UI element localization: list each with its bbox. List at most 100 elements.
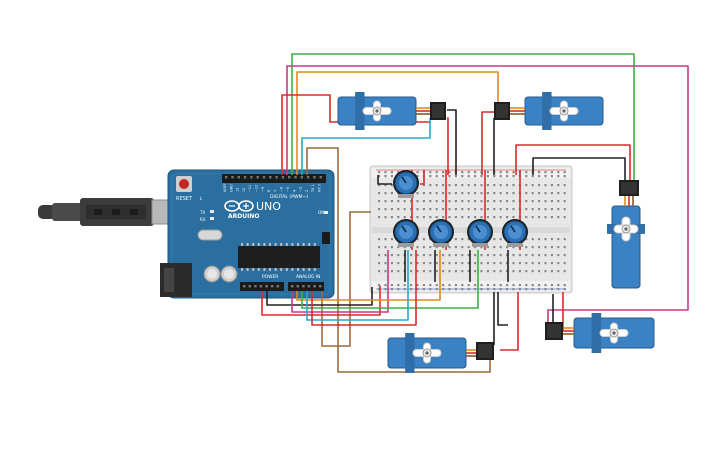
l-label: L — [200, 196, 203, 201]
digital-header[interactable] — [222, 174, 326, 183]
digital-pin-label: 12 — [242, 188, 246, 192]
analog-pin[interactable] — [296, 285, 299, 288]
wire-red-vcc-servo1[interactable] — [447, 117, 449, 175]
power-pin[interactable] — [276, 285, 279, 288]
digital-pin[interactable] — [269, 176, 272, 179]
digital-pin-label: ~5 — [286, 187, 290, 192]
power-pin[interactable] — [259, 285, 263, 288]
digital-pin[interactable] — [319, 176, 322, 179]
wire-brown-signal[interactable] — [306, 147, 491, 373]
digital-pin[interactable] — [243, 176, 247, 179]
digital-pin[interactable] — [237, 176, 240, 179]
digital-pin[interactable] — [281, 176, 285, 179]
wire-black-gnd[interactable] — [266, 287, 373, 306]
digital-pin[interactable] — [288, 176, 291, 179]
analog-header-label: ANALOG IN — [296, 274, 320, 280]
wire-orange-signal[interactable] — [296, 71, 499, 175]
digital-pin[interactable] — [313, 176, 316, 179]
brand-label: ARDUINO — [228, 213, 259, 220]
servo-wire-stubs — [416, 107, 634, 357]
wire-red-vcc-servo3[interactable] — [515, 144, 631, 180]
servo-connector[interactable] — [430, 102, 446, 120]
analog-pin[interactable] — [313, 285, 316, 288]
servo-motor-icon[interactable] — [607, 205, 645, 289]
digital-pin-label: 7 — [273, 190, 277, 192]
servo-motor-icon[interactable] — [524, 92, 604, 130]
wire-blue-a3[interactable] — [306, 250, 409, 321]
potentiometers — [393, 170, 528, 247]
digital-pin[interactable] — [250, 176, 253, 179]
servo-motor-icon[interactable] — [337, 92, 417, 130]
wire-orange-a1[interactable] — [296, 250, 441, 301]
analog-pin[interactable] — [307, 285, 311, 288]
digital-pin[interactable] — [300, 176, 303, 179]
usb-cable-icon — [38, 198, 193, 226]
reset-label: RESET — [176, 196, 193, 202]
digital-pin-label: RX 0 — [318, 184, 322, 192]
microcontroller-chip — [238, 246, 320, 268]
wire-green-signal[interactable] — [291, 53, 635, 180]
digital-pin[interactable] — [225, 176, 228, 179]
servo-connector[interactable] — [476, 342, 494, 360]
power-pin[interactable] — [265, 285, 268, 288]
power-pin[interactable] — [271, 285, 274, 288]
power-header-label: POWER — [262, 274, 278, 280]
servo-motor-icon[interactable] — [573, 313, 655, 353]
analog-pin[interactable] — [302, 285, 305, 288]
digital-header-label: DIGITAL (PWM~) — [270, 194, 308, 200]
servo-connector[interactable] — [545, 322, 563, 340]
digital-pin[interactable] — [294, 176, 297, 179]
power-pin[interactable] — [248, 285, 251, 288]
potentiometer-icon[interactable] — [393, 219, 419, 247]
wire-black-bb-right[interactable] — [497, 292, 508, 326]
servo-motor-icon[interactable] — [387, 333, 467, 373]
digital-pin[interactable] — [275, 176, 278, 179]
wire-magenta-signal[interactable] — [286, 65, 689, 330]
wire-black-gnd-servo1[interactable] — [447, 109, 457, 175]
wire-red-vcc-servo2[interactable] — [481, 111, 494, 175]
wire-red-vcc-servo4[interactable] — [500, 292, 519, 351]
digital-pin-label: 13 — [236, 188, 240, 192]
tx-label: TX — [199, 210, 205, 215]
wire-red-a4[interactable] — [311, 250, 417, 326]
potentiometer-icon[interactable] — [467, 219, 493, 247]
analog-pin[interactable] — [319, 285, 322, 288]
wire-black-pot-top[interactable] — [377, 175, 392, 185]
wire-brown-analog[interactable] — [321, 211, 371, 347]
wire-blue-signal[interactable] — [301, 118, 431, 175]
servo-connector[interactable] — [494, 102, 510, 120]
wire-black-gnd-servo3[interactable] — [532, 157, 626, 180]
power-pin[interactable] — [254, 285, 257, 288]
digital-pin-label: TX 1 — [311, 184, 315, 193]
digital-pin-label: ~6 — [280, 187, 284, 192]
analog-pin[interactable] — [291, 285, 294, 288]
model-label: UNO — [256, 200, 281, 213]
arduino-logo-icon — [224, 200, 254, 212]
on-label: ON — [318, 210, 324, 215]
digital-pin-label: 2 — [305, 190, 309, 192]
digital-pin-label: ~9 — [261, 187, 265, 192]
analog-header[interactable] — [288, 282, 324, 291]
digital-pin-label: ~10 — [255, 185, 259, 192]
digital-pin-label: 8 — [267, 190, 271, 192]
potentiometer-icon[interactable] — [428, 219, 454, 247]
potentiometer-icon[interactable] — [502, 219, 528, 247]
potentiometer-icon[interactable] — [393, 170, 419, 198]
digital-pin[interactable] — [306, 176, 310, 179]
rx-label: RX — [200, 217, 206, 222]
wire-green-a2[interactable] — [301, 250, 479, 309]
wire-magenta-a0[interactable] — [291, 250, 389, 313]
digital-pin-label: 4 — [292, 190, 296, 192]
digital-pin[interactable] — [256, 176, 259, 179]
digital-pin[interactable] — [231, 176, 234, 179]
servo-connector[interactable] — [619, 180, 639, 196]
digital-pin-label: AREF — [223, 183, 227, 192]
digital-pin-label: ~3 — [299, 187, 303, 192]
wire-red-pot-top[interactable] — [420, 170, 425, 185]
power-pin[interactable] — [243, 285, 246, 288]
digital-pin[interactable] — [262, 176, 266, 179]
